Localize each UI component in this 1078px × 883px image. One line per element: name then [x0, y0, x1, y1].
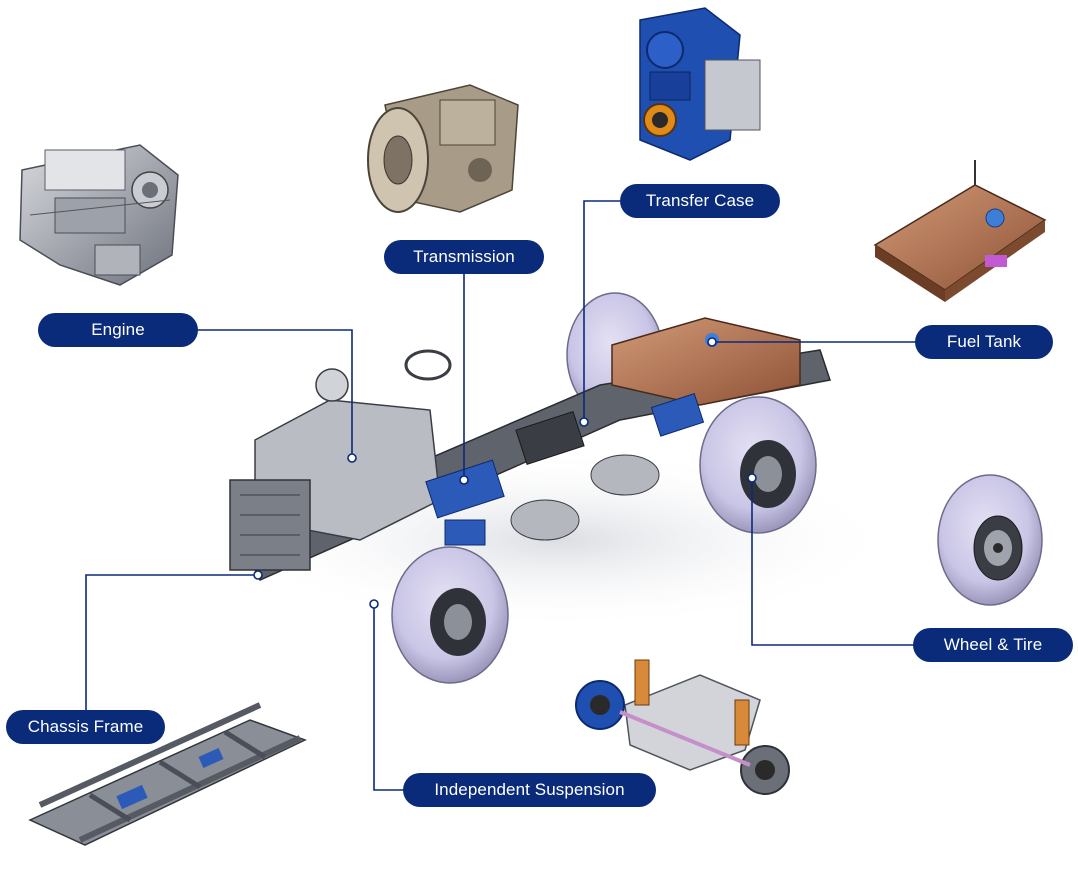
transfer-case-dot [579, 417, 589, 427]
fuel-tank-illustration [873, 160, 1047, 302]
transmission-label: Transmission [384, 240, 544, 274]
wheel-tire-dot [747, 473, 757, 483]
transmission-illustration [367, 84, 519, 213]
wheel-tire-leader-line [751, 478, 914, 646]
engine-leader-line [196, 329, 353, 458]
transmission-dot [459, 475, 469, 485]
independent-suspension-dot [369, 599, 379, 609]
engine-dot [347, 453, 357, 463]
transfer-case-illustration [639, 7, 761, 161]
leader-dots [253, 337, 757, 609]
transfer-case-leader-line [583, 200, 620, 422]
engine-illustration [19, 144, 179, 286]
independent-suspension-illustration [575, 659, 790, 795]
independent-suspension-leader-line [373, 604, 404, 791]
chassis-frame-label: Chassis Frame [6, 710, 165, 744]
vehicle-chassis-illustration [220, 292, 900, 684]
independent-suspension-label: Independent Suspension [403, 773, 656, 807]
chassis-frame-dot [253, 570, 263, 580]
chassis-frame-illustration [28, 702, 307, 846]
engine-label: Engine [38, 313, 198, 347]
leader-lines [85, 200, 916, 791]
fuel-tank-label: Fuel Tank [915, 325, 1053, 359]
wheel-tire-illustration [937, 474, 1043, 606]
wheel-tire-label: Wheel & Tire [913, 628, 1073, 662]
transfer-case-label: Transfer Case [620, 184, 780, 218]
chassis-frame-leader-line [85, 574, 258, 711]
fuel-tank-dot [707, 337, 717, 347]
